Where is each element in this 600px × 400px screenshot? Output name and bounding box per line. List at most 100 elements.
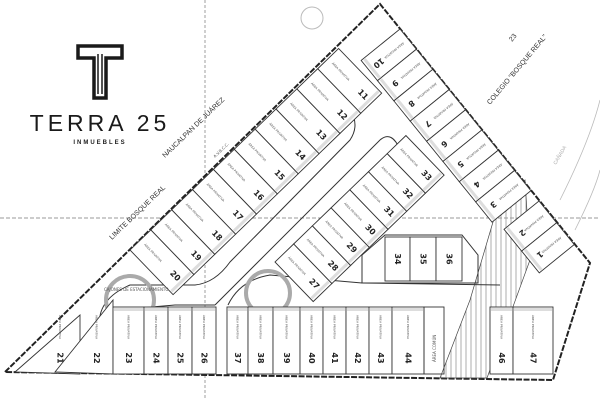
- terra-t-logo-icon: [76, 44, 124, 100]
- lot-tag: ÁREA PRIVATIVA: [95, 315, 100, 340]
- lot-number: 8: [406, 98, 416, 109]
- neighbor-number: 23: [508, 33, 518, 44]
- lot-number: 4: [471, 179, 481, 190]
- common-area-label: ÁREA COMÚN: [432, 335, 437, 362]
- lot-40[interactable]: ÁREA PRIVATIVA 40: [299, 306, 324, 375]
- lot-tag: ÁREA PRIVATIVA: [154, 315, 159, 340]
- lot-number: 42: [353, 352, 362, 363]
- lot-number: 40: [307, 352, 316, 364]
- lot-tag: ÁREA PRIVATIVA: [285, 315, 290, 340]
- lot-47[interactable]: ÁREA PRIVATIVA 47: [512, 306, 554, 375]
- lot-44[interactable]: ÁREA PRIVATIVA 44: [391, 306, 425, 375]
- lot-number: 36: [445, 253, 454, 265]
- lot-tag: ÁREA PRIVATIVA: [259, 315, 264, 340]
- lot-number: 46: [497, 352, 506, 364]
- lot-tag: ÁREA PRIVATIVA: [356, 315, 361, 340]
- lot-tag: ÁREA PRIVATIVA: [406, 315, 411, 340]
- lot-number: 38: [256, 352, 265, 364]
- lot-number: 44: [404, 352, 413, 364]
- lot-tag: ÁREA PRIVATIVA: [178, 315, 183, 340]
- lot-23[interactable]: ÁREA PRIVATIVA 23: [112, 306, 145, 375]
- lot-34[interactable]: 34: [384, 236, 411, 282]
- lot-tag: ÁREA PRIVATIVA: [500, 315, 505, 340]
- lot-number: 24: [152, 352, 161, 364]
- lot-number: 2: [517, 227, 527, 238]
- lot-25[interactable]: ÁREA PRIVATIVA 25: [167, 306, 193, 375]
- ravine-line: [559, 99, 600, 231]
- lot-number: 43: [376, 352, 385, 363]
- inner-block-outline: [361, 234, 479, 284]
- lot-number: 25: [176, 352, 185, 364]
- lot-number: 41: [330, 352, 339, 364]
- lot-35[interactable]: 35: [409, 236, 437, 282]
- logo: TERRA 25 INMUEBLES: [25, 44, 175, 146]
- common-area: [423, 306, 445, 375]
- parking-label: CAJONES DE ESTACIONAMIENTO: [104, 287, 169, 292]
- lot-number: 7: [423, 118, 433, 129]
- lot-24[interactable]: ÁREA PRIVATIVA 24: [143, 306, 169, 375]
- neighbor-name-label: COLEGIO "BOSQUE REAL": [486, 33, 549, 106]
- lot-42[interactable]: ÁREA PRIVATIVA 42: [345, 306, 370, 375]
- lot-tag: ÁREA PRIVATIVA: [310, 315, 315, 340]
- lot-number: 47: [529, 352, 538, 363]
- brand-subtitle: INMUEBLES: [73, 140, 127, 146]
- lot-41[interactable]: ÁREA PRIVATIVA 41: [322, 306, 347, 375]
- lot-38[interactable]: ÁREA PRIVATIVA 38: [247, 306, 274, 375]
- lot-number: 6: [439, 139, 449, 150]
- lot-tag: ÁREA PRIVATIVA: [531, 315, 536, 340]
- lot-tag: ÁREA PRIVATIVA: [333, 315, 338, 340]
- lot-number: 1: [534, 249, 544, 260]
- lot-39[interactable]: ÁREA PRIVATIVA 39: [272, 306, 301, 375]
- lot-number: 3: [488, 199, 498, 210]
- ravine-label: CAÑADA: [552, 144, 569, 166]
- property-boundary: [2, 2, 592, 382]
- lot-number: 26: [200, 352, 209, 364]
- lot-number: 34: [393, 253, 402, 265]
- lot-tag: ÁREA PRIVATIVA: [202, 315, 207, 340]
- lot-number: 22: [92, 352, 101, 363]
- lot-tag: ÁREA PRIVATIVA: [58, 315, 63, 340]
- lot-26[interactable]: ÁREA PRIVATIVA 26: [191, 306, 217, 375]
- lot-number: 37: [233, 352, 242, 363]
- lot-tag: ÁREA PRIVATIVA: [127, 315, 132, 340]
- brand-name: TERRA 25: [29, 110, 171, 136]
- lot-number: 23: [124, 352, 133, 363]
- tree-symbol: [300, 6, 324, 30]
- lot-36[interactable]: 36: [435, 236, 463, 282]
- lot-number: 21: [56, 352, 65, 364]
- lot-number: 9: [390, 78, 400, 89]
- lot-number: 39: [282, 352, 291, 364]
- lot-46[interactable]: ÁREA PRIVATIVA 46: [489, 306, 514, 375]
- lot-number: 35: [419, 253, 428, 265]
- lot-number: 5: [455, 159, 465, 170]
